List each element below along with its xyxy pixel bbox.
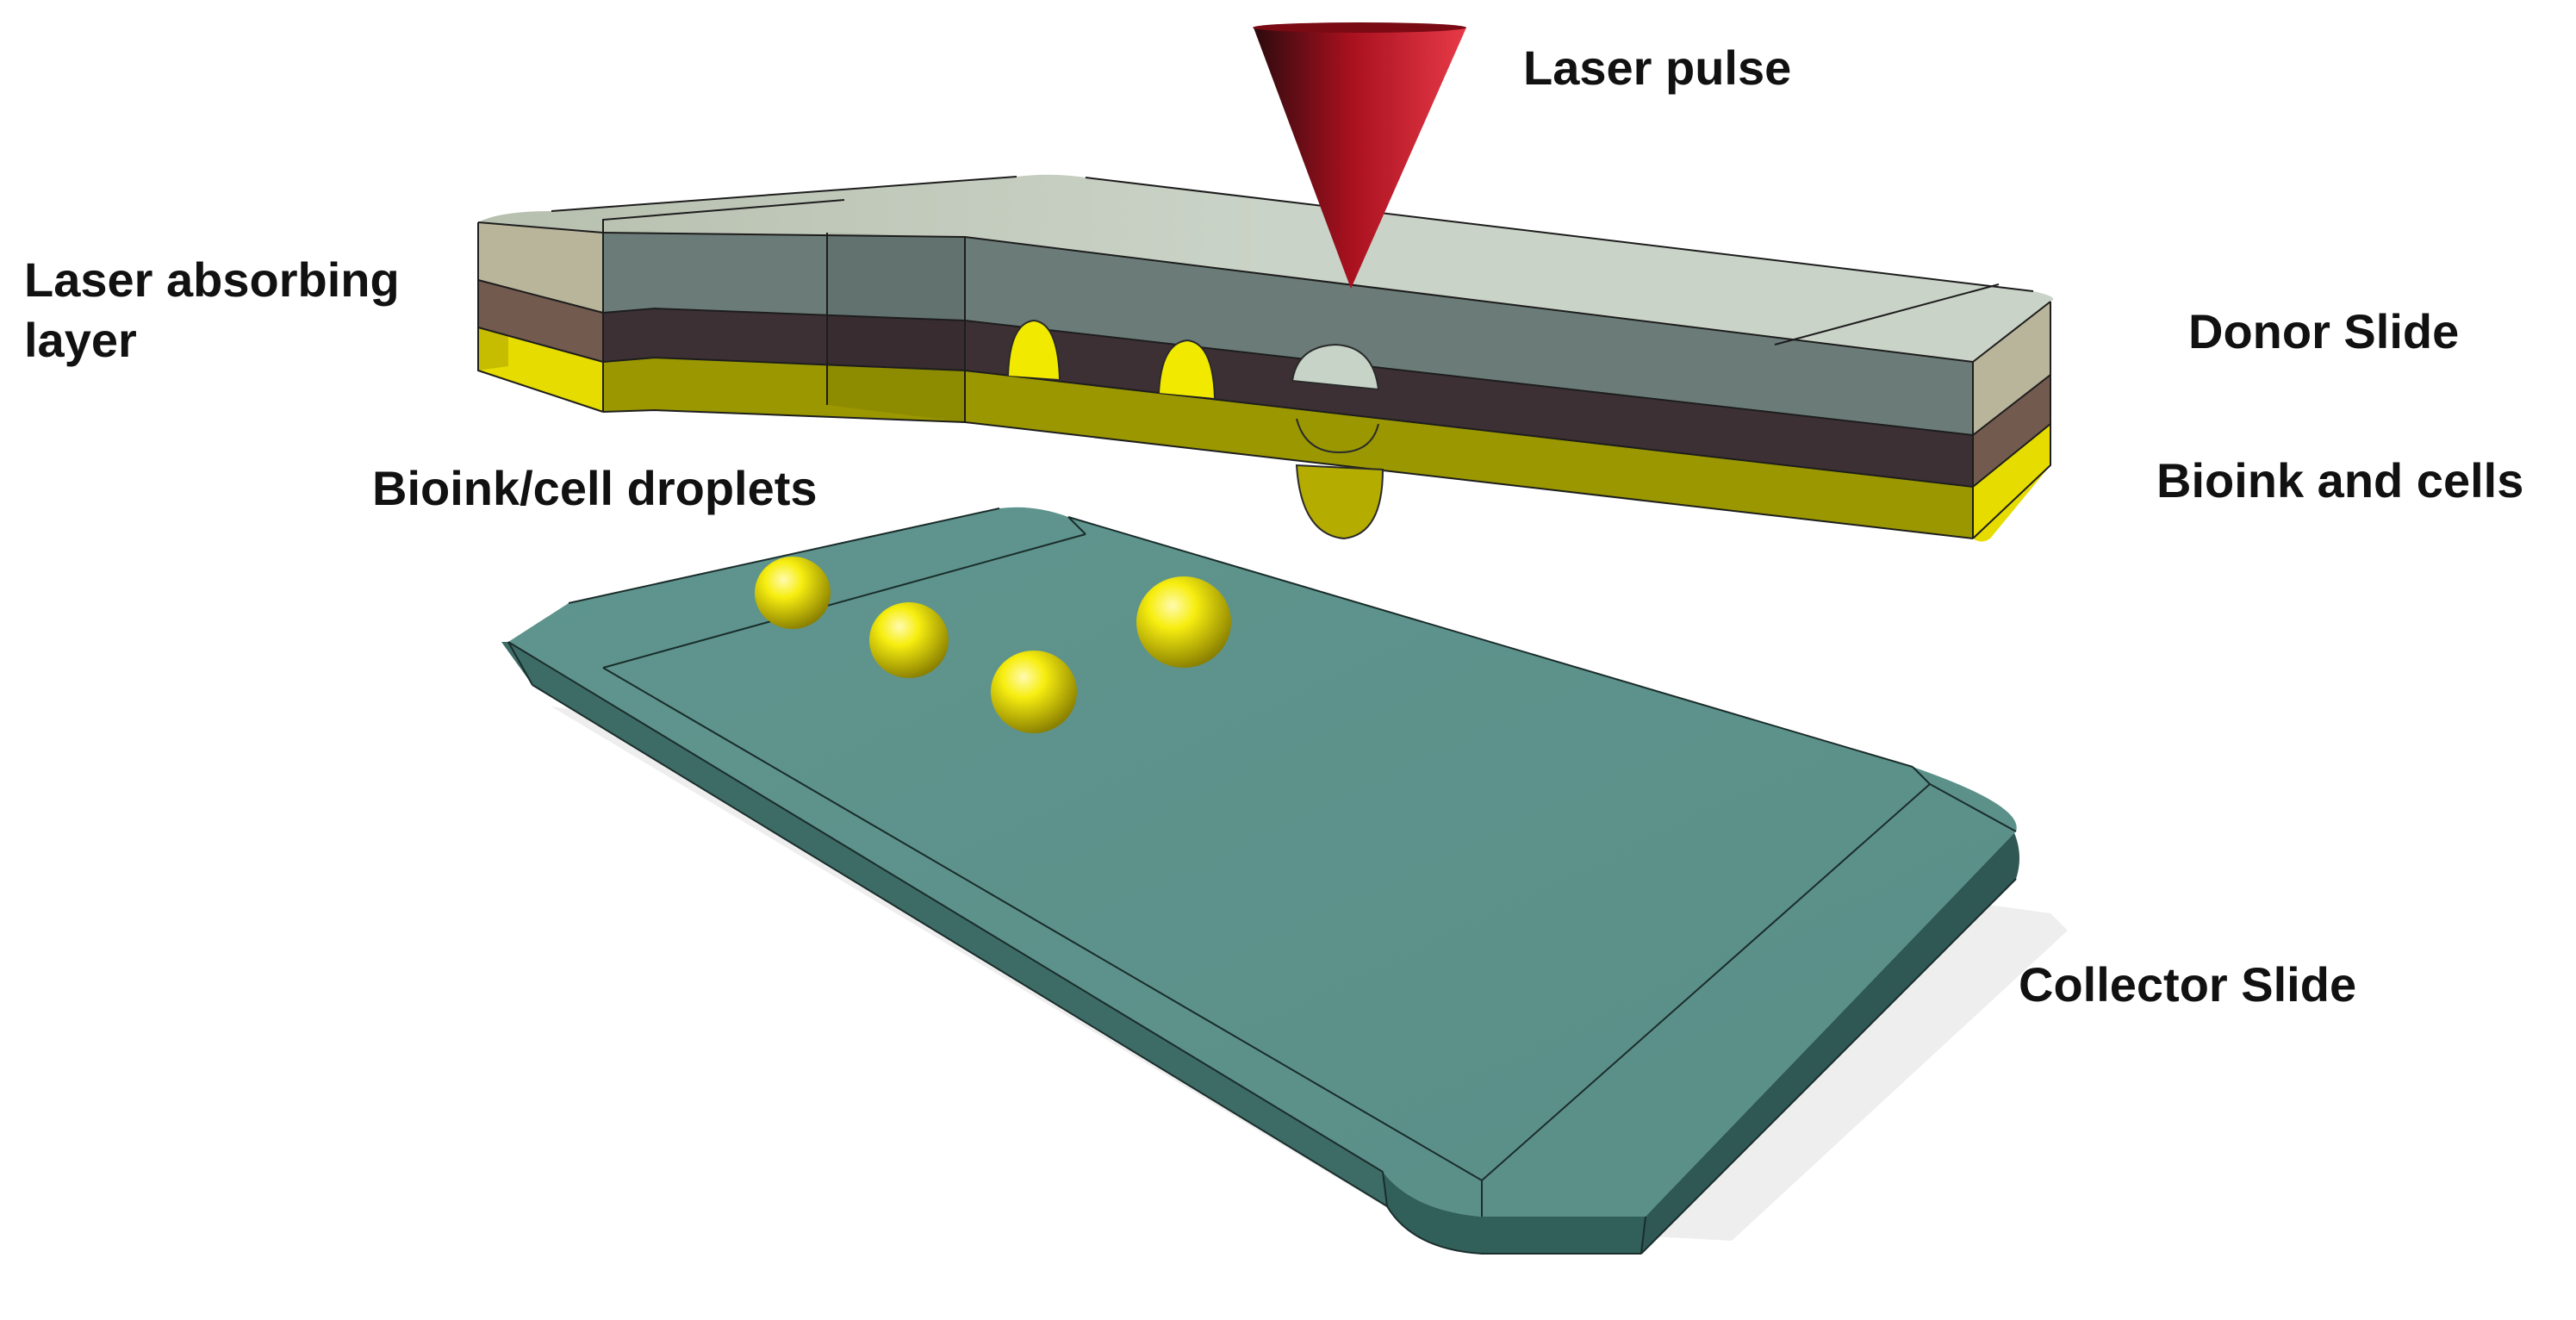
droplet-1 [755, 557, 831, 629]
label-laser-pulse: Laser pulse [1523, 38, 1791, 98]
label-laser-absorbing-line1: Laser absorbing [24, 250, 400, 310]
donor-bend-shade [827, 233, 965, 422]
droplet-3 [991, 651, 1077, 733]
label-collector-slide: Collector Slide [2019, 955, 2356, 1015]
bioink-jet [1297, 465, 1383, 539]
collector-slide [501, 507, 2068, 1254]
label-bioink-cells: Bioink and cells [2156, 451, 2523, 511]
droplet-4 [1136, 576, 1231, 668]
droplet-2 [869, 602, 949, 678]
label-bioink-droplets: Bioink/cell droplets [372, 458, 818, 519]
label-laser-absorbing-line2: layer [24, 310, 137, 370]
label-donor-slide: Donor Slide [2188, 302, 2459, 362]
